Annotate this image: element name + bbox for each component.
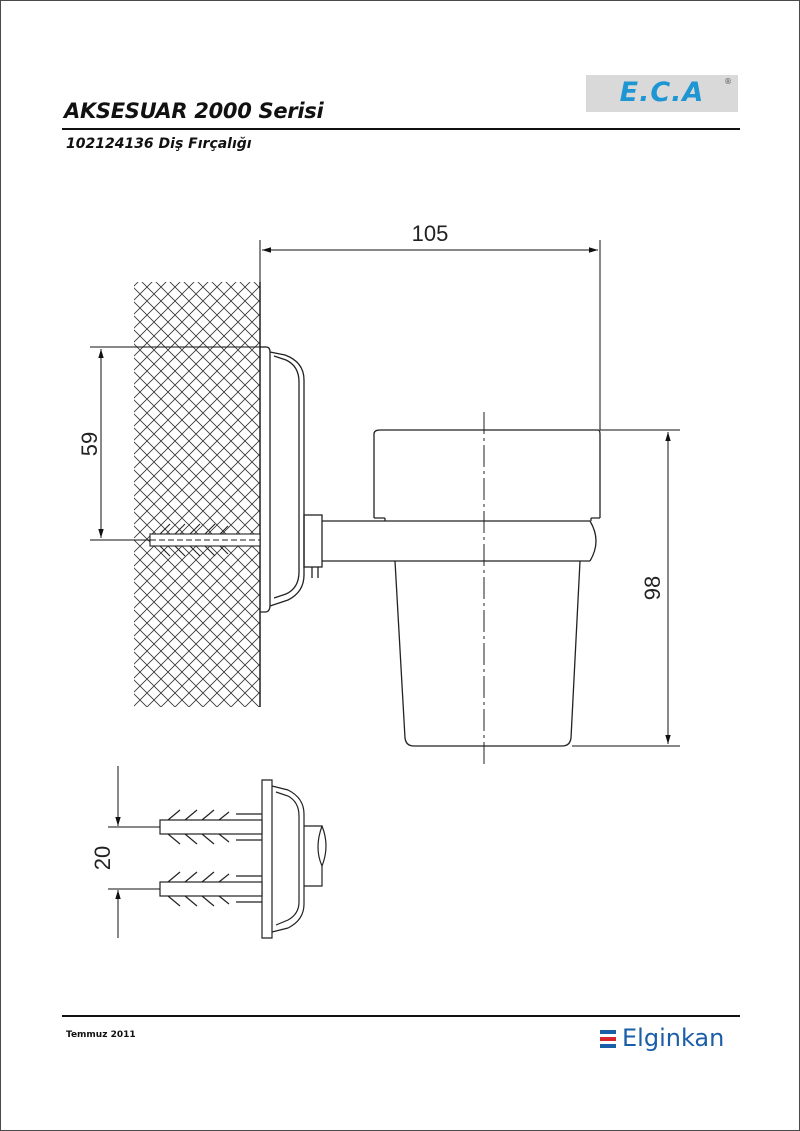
elginkan-logo-mark	[600, 1030, 616, 1050]
eca-logo: E.C.A ®	[586, 75, 738, 112]
wall-anchor	[149, 523, 261, 557]
wall-plate	[260, 346, 305, 613]
dimension-screw-spacing-label: 20	[90, 846, 115, 870]
dimension-width-label: 105	[412, 221, 449, 246]
dimension-cup-height	[572, 429, 680, 747]
dimension-plate-height	[90, 346, 266, 541]
elginkan-logo-text: Elginkan	[622, 1024, 725, 1052]
dimension-width	[259, 240, 601, 430]
dimension-plate-height-label: 59	[77, 432, 102, 456]
dimension-screw-spacing	[108, 766, 160, 938]
tumbler-cup	[373, 429, 601, 747]
product-title: 102124136 Diş Fırçalığı	[66, 136, 252, 152]
footer-rule	[62, 1015, 740, 1017]
eca-logo-text: E.C.A	[619, 77, 705, 108]
series-title: AKSESUAR 2000 Serisi	[64, 99, 324, 123]
footer-date: Temmuz 2011	[66, 1030, 136, 1040]
mounting-detail	[159, 779, 327, 939]
wall	[134, 282, 261, 707]
header-rule	[62, 128, 740, 130]
registered-mark: ®	[724, 77, 732, 86]
dimension-cup-height-label: 98	[640, 576, 665, 600]
holder-arm	[303, 514, 597, 578]
